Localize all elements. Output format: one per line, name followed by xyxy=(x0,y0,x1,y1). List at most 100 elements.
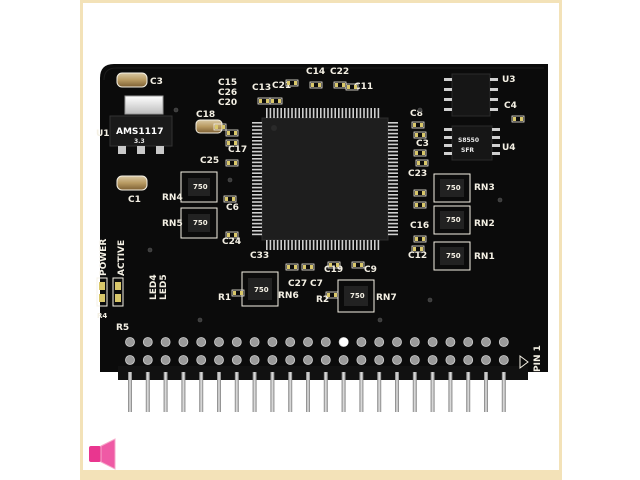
smd-pad xyxy=(311,83,314,87)
u3-lead xyxy=(490,98,498,101)
u4-lead xyxy=(492,128,500,131)
u1-sub-marking: 3.3 xyxy=(134,138,145,145)
label-c12: C12 xyxy=(408,251,427,261)
qfp-lead xyxy=(370,108,372,118)
label-c26: C26 xyxy=(218,88,237,98)
smd-outline xyxy=(225,139,239,147)
qfp-lead xyxy=(252,132,262,135)
header-pad xyxy=(214,337,224,347)
label-led4: LED4 xyxy=(149,274,159,300)
smd-pad xyxy=(234,131,237,135)
via xyxy=(147,247,153,253)
via xyxy=(227,177,233,183)
header-pad xyxy=(231,337,242,347)
u3-lead xyxy=(490,78,498,81)
qfp-lead xyxy=(309,108,311,118)
label-r4: R4 xyxy=(97,312,107,320)
smd-pad xyxy=(266,99,269,103)
qfp-lead xyxy=(252,233,262,236)
label-power: POWER xyxy=(99,239,109,276)
qfp-lead xyxy=(388,201,398,203)
header-pin xyxy=(466,372,471,412)
header-pin xyxy=(377,372,382,412)
qfp-lead xyxy=(280,240,282,250)
qfp-lead xyxy=(305,108,308,118)
u4-lead xyxy=(492,152,500,155)
qfp-lead xyxy=(287,240,290,250)
qfp-lead xyxy=(388,143,398,146)
smd-outline xyxy=(413,189,427,197)
qfp-lead xyxy=(298,108,300,118)
smd-outline xyxy=(325,291,339,299)
smd-pad xyxy=(342,83,345,87)
qfp-lead xyxy=(252,204,262,207)
qfp-lead xyxy=(345,240,347,250)
header-pad xyxy=(463,337,474,347)
qfp-lead xyxy=(298,240,300,250)
smd-pad xyxy=(415,237,418,241)
qfp-lead xyxy=(252,176,262,178)
header-pad xyxy=(481,355,491,365)
qfp-lead xyxy=(388,183,398,185)
u3-lead xyxy=(490,108,498,111)
smd-outline xyxy=(413,149,427,157)
smd-pad xyxy=(227,131,230,135)
qfp-lead xyxy=(252,208,262,210)
smd-outline xyxy=(413,131,427,139)
smd-pad xyxy=(225,197,228,201)
smd-pad xyxy=(318,83,321,87)
u4-sub-marking: SFR xyxy=(461,147,474,154)
header-pin xyxy=(252,372,257,412)
smd-outline xyxy=(351,261,365,269)
header-pad xyxy=(374,355,385,365)
via xyxy=(427,297,433,303)
label-c18: C18 xyxy=(196,110,215,120)
smd-pad xyxy=(334,293,337,297)
qfp-lead xyxy=(388,212,398,214)
rn-values: 750 750 750 750 750 750 750 xyxy=(193,183,461,300)
label-rn5: RN5 xyxy=(162,219,183,229)
qfp-lead xyxy=(252,140,262,142)
smd-pad xyxy=(422,237,425,241)
qfp-lead xyxy=(252,168,262,171)
qfp-lead xyxy=(334,108,336,118)
qfp-lead xyxy=(302,108,304,118)
qfp-lead xyxy=(291,240,293,250)
svg-text:750: 750 xyxy=(446,216,461,224)
smd-outline xyxy=(225,129,239,137)
smd-outline xyxy=(285,79,299,87)
label-c17: C17 xyxy=(228,145,247,155)
qfp-lead xyxy=(284,108,286,118)
label-c20: C20 xyxy=(218,98,237,108)
smd-pad xyxy=(232,197,235,201)
qfp-lead xyxy=(273,108,275,118)
header-pad xyxy=(463,355,474,365)
silkscreen-labels: C3 U1 C1 C15 C26 C20 C18 C13 C21 C14 C22… xyxy=(96,67,517,333)
image-frame-bottom xyxy=(80,470,562,480)
qfp-lead xyxy=(388,140,398,142)
u4-lead xyxy=(492,136,500,139)
smd-pad xyxy=(234,141,237,145)
qfp-lead xyxy=(252,129,262,131)
header-pin xyxy=(128,372,132,412)
header-pin xyxy=(163,372,168,412)
smd-pad xyxy=(413,123,416,127)
header-pad xyxy=(498,337,509,347)
qfp-lead xyxy=(377,240,380,250)
capacitor-c18-body xyxy=(195,119,223,134)
svg-text:750: 750 xyxy=(446,252,461,260)
smd-outline xyxy=(327,261,341,269)
qfp-lead xyxy=(284,240,286,250)
qfp-lead xyxy=(363,108,365,118)
smd-pad xyxy=(234,233,237,237)
header-pad xyxy=(374,337,385,347)
u1-marking: AMS1117 xyxy=(116,127,163,137)
label-rn3: RN3 xyxy=(474,183,495,193)
smd-pad xyxy=(215,125,218,129)
smd-pad xyxy=(420,247,423,251)
label-c9: C9 xyxy=(364,265,377,275)
header-pad xyxy=(409,337,420,347)
header-pad xyxy=(356,337,367,347)
header-pin xyxy=(430,372,435,412)
qfp-lead xyxy=(305,240,308,250)
